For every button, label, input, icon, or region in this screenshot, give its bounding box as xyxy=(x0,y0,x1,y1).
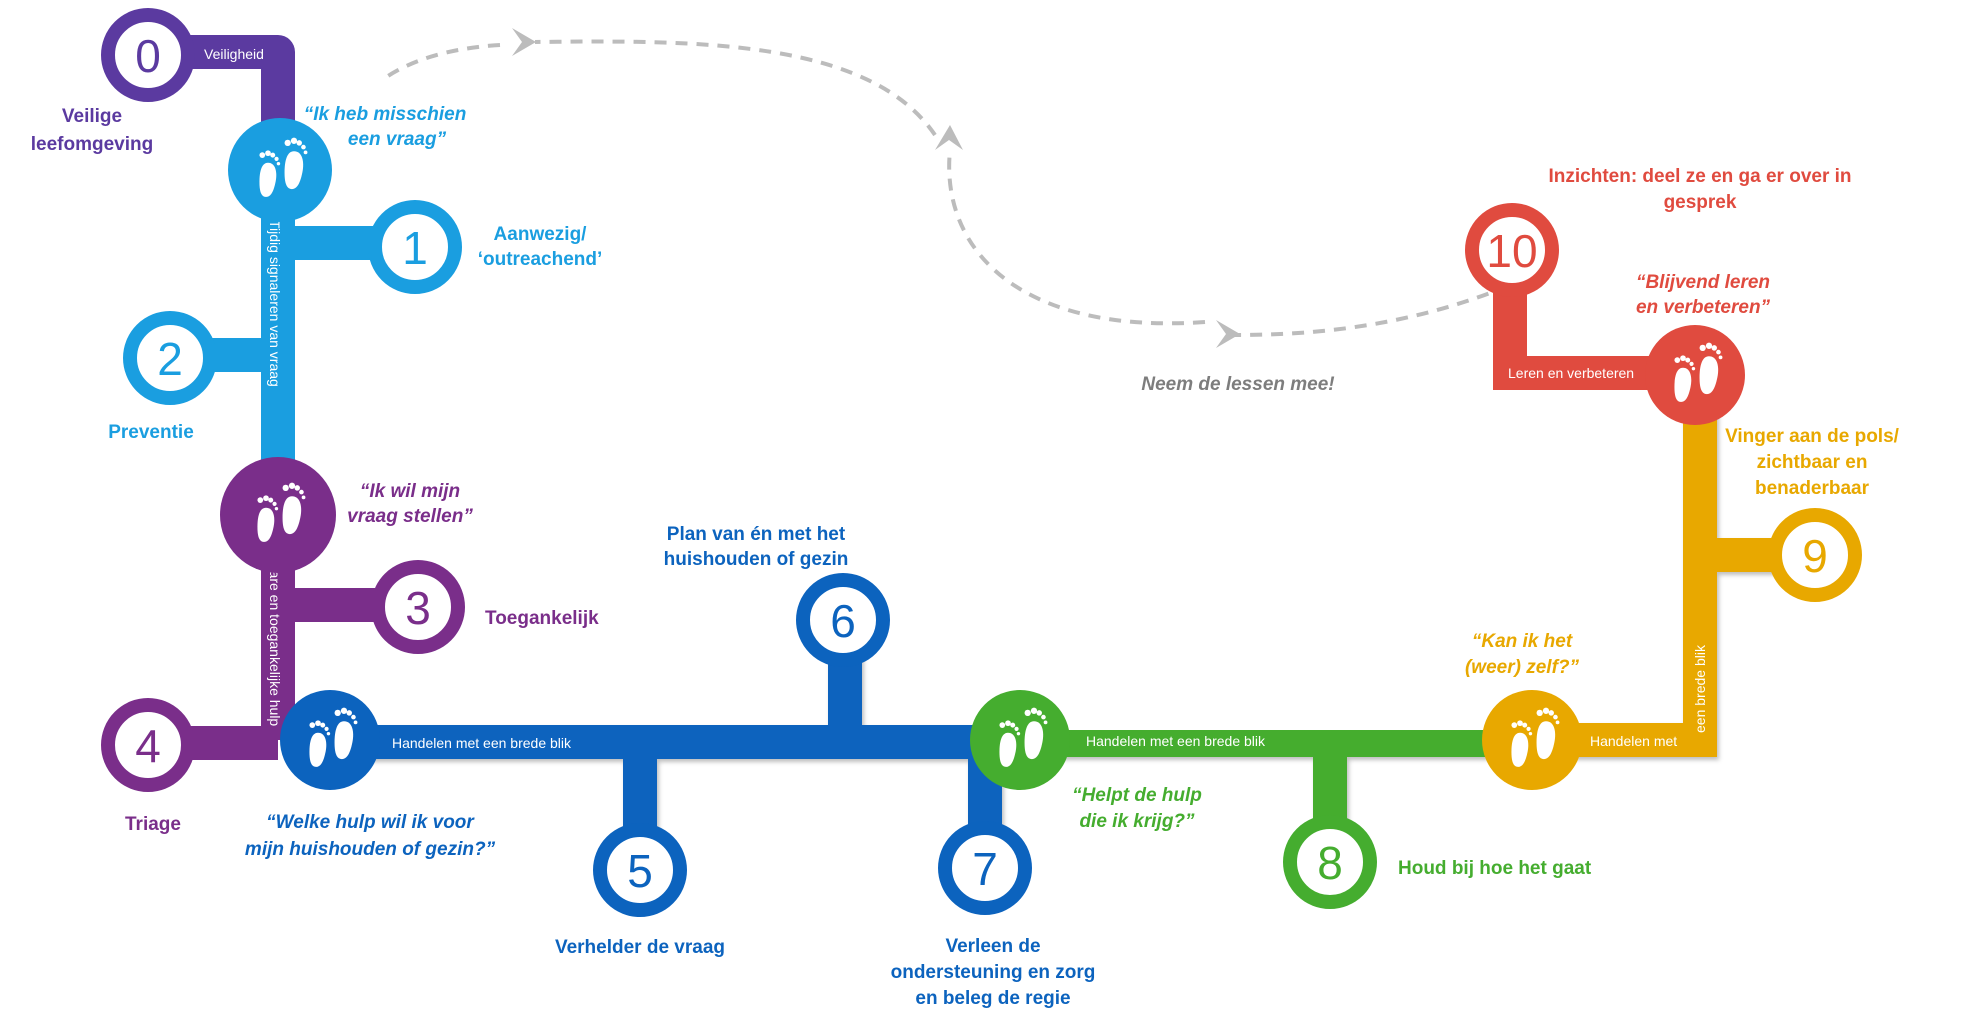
svg-text:huishouden of gezin: huishouden of gezin xyxy=(664,549,849,570)
svg-text:4: 4 xyxy=(135,720,161,772)
svg-text:0: 0 xyxy=(135,30,161,82)
svg-text:(weer) zelf?”: (weer) zelf?” xyxy=(1465,657,1580,678)
svg-text:Aanwezig/: Aanwezig/ xyxy=(494,224,588,245)
svg-text:7: 7 xyxy=(972,843,998,895)
svg-text:ondersteuning en zorg: ondersteuning en zorg xyxy=(891,962,1096,983)
band-act-yellow: Handelen met xyxy=(1590,733,1677,749)
svg-text:5: 5 xyxy=(627,845,653,897)
svg-text:Inzichten: deel ze en ga er ov: Inzichten: deel ze en ga er over in xyxy=(1548,166,1851,187)
step-circle-0: 0 xyxy=(101,8,195,102)
return-note: Neem de lessen mee! xyxy=(1141,374,1334,395)
svg-text:en beleg de regie: en beleg de regie xyxy=(915,988,1070,1009)
band-act-green: Handelen met een brede blik xyxy=(1086,733,1266,749)
svg-text:leefomgeving: leefomgeving xyxy=(31,134,153,155)
svg-text:en verbeteren”: en verbeteren” xyxy=(1636,297,1771,318)
svg-text:gesprek: gesprek xyxy=(1664,192,1737,213)
band-veiligheid: Veiligheid xyxy=(204,46,264,62)
svg-text:“Ik wil mijn: “Ik wil mijn xyxy=(360,481,460,502)
footprints-icon xyxy=(1645,325,1745,425)
svg-text:8: 8 xyxy=(1317,837,1343,889)
footprints-icon xyxy=(280,690,380,790)
band-act-blue: Handelen met een brede blik xyxy=(392,735,572,751)
footprints-icon xyxy=(1482,690,1582,790)
footprints-icon xyxy=(970,690,1070,790)
svg-text:Verleen de: Verleen de xyxy=(945,936,1040,957)
footprints-icon xyxy=(228,118,332,222)
svg-text:Veilige: Veilige xyxy=(62,106,122,127)
svg-text:Vinger aan de pols/: Vinger aan de pols/ xyxy=(1725,426,1900,447)
footprints-icon xyxy=(220,457,336,573)
svg-text:9: 9 xyxy=(1802,530,1828,582)
step-circle-2: 2 xyxy=(123,311,217,405)
step-circle-7: 7 xyxy=(938,821,1032,915)
svg-text:“Ik heb misschien: “Ik heb misschien xyxy=(304,104,467,125)
quote-1: “Ik heb misschien een vraag” xyxy=(304,104,467,150)
band-learn: Leren en verbeteren xyxy=(1508,365,1634,381)
quote-4: “Helpt de hulp die ik krijg?” xyxy=(1072,785,1202,832)
label-step-4: Triage xyxy=(125,814,181,835)
svg-text:die ik krijg?”: die ik krijg?” xyxy=(1079,811,1195,832)
step-circle-3: 3 xyxy=(371,560,465,654)
label-step-9: Vinger aan de pols/ zichtbaar en benader… xyxy=(1725,426,1900,499)
svg-text:6: 6 xyxy=(830,595,856,647)
svg-text:“Blijvend leren: “Blijvend leren xyxy=(1636,272,1770,293)
label-step-0: Veilige leefomgeving xyxy=(31,106,153,155)
svg-text:mijn huishouden of gezin?”: mijn huishouden of gezin?” xyxy=(245,839,496,860)
quote-5: “Kan ik het (weer) zelf?” xyxy=(1465,631,1580,678)
step-circle-8: 8 xyxy=(1283,815,1377,909)
label-step-2: Preventie xyxy=(108,422,194,443)
label-step-5: Verhelder de vraag xyxy=(555,937,725,958)
svg-text:“Helpt de hulp: “Helpt de hulp xyxy=(1072,785,1202,806)
quote-3: “Welke hulp wil ik voor mijn huishouden … xyxy=(245,812,496,860)
svg-text:“Kan ik het: “Kan ik het xyxy=(1472,631,1573,652)
quote-6: “Blijvend leren en verbeteren” xyxy=(1636,272,1771,318)
step-circle-6: 6 xyxy=(796,573,890,667)
quote-2: “Ik wil mijn vraag stellen” xyxy=(347,481,473,527)
step-circle-1: 1 xyxy=(368,200,462,294)
svg-text:2: 2 xyxy=(157,333,183,385)
step-circle-5: 5 xyxy=(593,823,687,917)
label-step-10: Inzichten: deel ze en ga er over in gesp… xyxy=(1548,166,1851,213)
track-red xyxy=(1493,270,1685,390)
step-circle-4: 4 xyxy=(101,698,195,792)
svg-text:een vraag”: een vraag” xyxy=(348,129,447,150)
band-act-yellow-vertical: een brede blik xyxy=(1692,644,1708,733)
svg-text:benaderbaar: benaderbaar xyxy=(1755,478,1870,499)
band-access: Vindbare en toegankelijke hulp xyxy=(267,535,283,726)
track-blue xyxy=(300,625,1002,840)
svg-text:zichtbaar en: zichtbaar en xyxy=(1757,452,1868,473)
svg-text:‘outreachend’: ‘outreachend’ xyxy=(478,249,603,270)
label-step-8: Houd bij hoe het gaat xyxy=(1398,858,1592,879)
label-step-7: Verleen de ondersteuning en zorg en bele… xyxy=(891,936,1096,1009)
label-step-1: Aanwezig/ ‘outreachend’ xyxy=(478,224,603,270)
label-step-6: Plan van én met het huishouden of gezin xyxy=(664,524,849,570)
svg-text:vraag stellen”: vraag stellen” xyxy=(347,506,473,527)
dashed-arrow-icon xyxy=(512,28,1240,348)
return-path xyxy=(380,39,1509,337)
svg-text:1: 1 xyxy=(402,222,428,274)
step-circle-9: 9 xyxy=(1768,508,1862,602)
svg-text:10: 10 xyxy=(1486,225,1537,277)
band-signal: Tijdig signaleren van vraag xyxy=(267,220,283,387)
svg-text:3: 3 xyxy=(405,582,431,634)
svg-text:Plan van én met het: Plan van én met het xyxy=(667,524,846,545)
label-step-3: Toegankelijk xyxy=(485,608,599,629)
step-circle-10: 10 xyxy=(1465,203,1559,297)
svg-text:“Welke hulp wil ik voor: “Welke hulp wil ik voor xyxy=(266,812,475,833)
